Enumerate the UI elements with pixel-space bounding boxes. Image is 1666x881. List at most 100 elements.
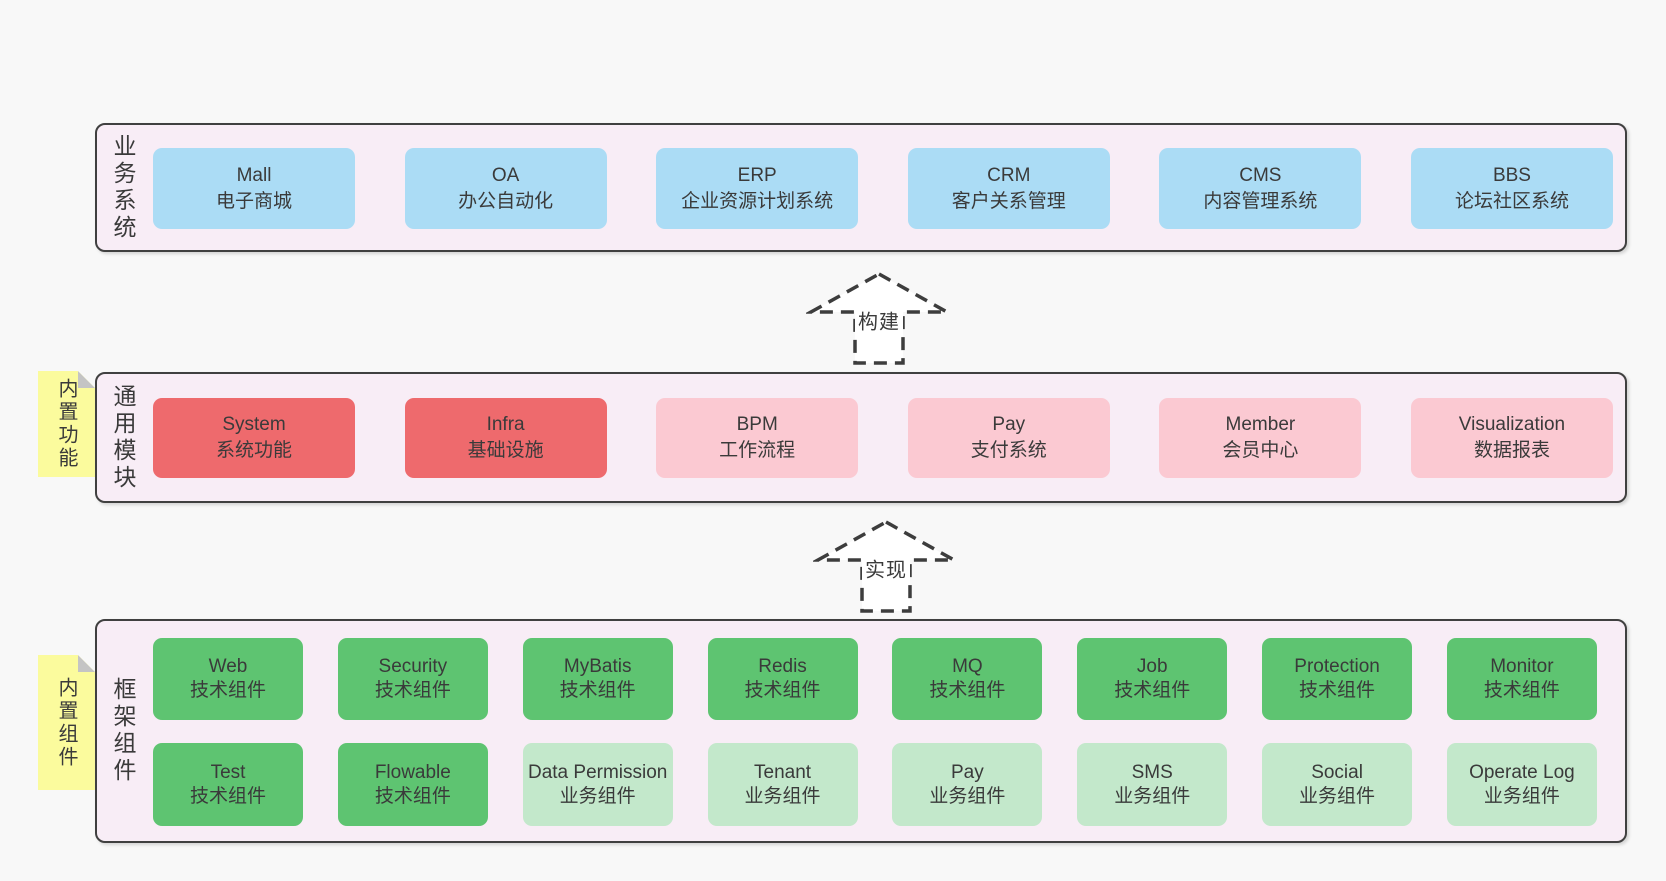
arrow-implement-label: 实现 (862, 552, 910, 584)
box-social: Social 业务组件 (1262, 743, 1413, 826)
note-label: 内置组件 (55, 676, 77, 769)
box-data-permission: Data Permission 业务组件 (522, 743, 673, 826)
box-subtitle: 办公自动化 (458, 190, 554, 212)
box-subtitle: 论坛社区系统 (1454, 190, 1569, 212)
box-subtitle: 企业资源计划系统 (681, 190, 834, 212)
box-subtitle: 支付系统 (970, 440, 1047, 461)
box-title: Visualization (1458, 414, 1566, 435)
box-subtitle: 业务组件 (559, 785, 636, 807)
box-protection: Protection 技术组件 (1262, 638, 1413, 720)
box-title: Social (1311, 761, 1363, 783)
box-oa: OA 办公自动化 (404, 148, 607, 229)
box-title: Test (210, 761, 246, 783)
box-subtitle: 技术组件 (374, 680, 451, 701)
box-crm: CRM 客户关系管理 (907, 148, 1110, 229)
arrow-implement: 实现 (813, 518, 959, 614)
box-title: Pay (992, 414, 1026, 435)
box-bpm: BPM 工作流程 (656, 398, 859, 478)
box-title: ERP (737, 164, 777, 186)
box-subtitle: 技术组件 (559, 680, 636, 701)
box-title: Tenant (754, 761, 812, 783)
box-title: Infra (486, 414, 525, 435)
box-title: Monitor (1490, 656, 1554, 677)
band-common-modules: 通用模块 System 系统功能 Infra 基础设施 BPM 工作流程 Pay… (95, 372, 1627, 503)
box-infra: Infra 基础设施 (404, 398, 607, 478)
box-subtitle: 技术组件 (374, 785, 451, 807)
box-title: Flowable (374, 761, 451, 783)
box-mybatis: MyBatis 技术组件 (522, 638, 673, 720)
box-title: MQ (952, 656, 983, 677)
box-title: OA (491, 164, 520, 186)
box-title: SMS (1131, 761, 1173, 783)
box-title: Pay (951, 761, 984, 783)
box-subtitle: 技术组件 (1114, 680, 1191, 701)
box-security: Security 技术组件 (337, 638, 488, 720)
box-pay: Pay 支付系统 (907, 398, 1110, 478)
box-subtitle: 数据报表 (1473, 440, 1550, 461)
box-subtitle: 技术组件 (929, 680, 1006, 701)
box-title: BBS (1492, 164, 1531, 186)
box-job: Job 技术组件 (1077, 638, 1228, 720)
arrow-build-label: 构建 (855, 304, 903, 336)
box-title: Member (1225, 414, 1296, 435)
band-label-common-modules: 通用模块 (110, 383, 136, 492)
framework-box-row-1: Web 技术组件 Security 技术组件 MyBatis 技术组件 Redi… (97, 638, 1625, 720)
arrow-build: 构建 (806, 270, 952, 366)
box-title: Mall (236, 164, 272, 186)
box-subtitle: 技术组件 (744, 680, 821, 701)
box-title: MyBatis (563, 656, 632, 677)
box-title: Security (378, 656, 448, 677)
note-fold-corner (78, 655, 95, 672)
box-sms: SMS 业务组件 (1077, 743, 1228, 826)
box-tenant: Tenant 业务组件 (707, 743, 858, 826)
box-monitor: Monitor 技术组件 (1446, 638, 1597, 720)
box-subtitle: 内容管理系统 (1203, 190, 1318, 212)
box-mq: MQ 技术组件 (892, 638, 1043, 720)
box-title: BPM (736, 414, 778, 435)
box-operate-log: Operate Log 业务组件 (1446, 743, 1597, 826)
box-subtitle: 技术组件 (1483, 680, 1560, 701)
box-title: System (222, 414, 286, 435)
box-system: System 系统功能 (153, 398, 355, 478)
box-subtitle: 工作流程 (719, 440, 796, 461)
business-box-row: Mall 电子商城 OA 办公自动化 ERP 企业资源计划系统 CRM 客户关系… (97, 148, 1625, 229)
box-title: Web (208, 656, 248, 677)
box-subtitle: 电子商城 (215, 190, 292, 212)
modules-box-row: System 系统功能 Infra 基础设施 BPM 工作流程 Pay 支付系统… (97, 398, 1625, 478)
box-title: Redis (758, 656, 807, 677)
box-cms: CMS 内容管理系统 (1159, 148, 1362, 229)
framework-box-row-2: Test 技术组件 Flowable 技术组件 Data Permission … (97, 743, 1625, 826)
box-mall: Mall 电子商城 (153, 148, 355, 229)
box-title: Operate Log (1469, 761, 1575, 783)
box-title: Job (1136, 656, 1168, 677)
box-flowable: Flowable 技术组件 (337, 743, 488, 826)
note-built-in-components: 内置组件 (38, 655, 95, 790)
box-pay-business: Pay 业务组件 (892, 743, 1043, 826)
box-subtitle: 基础设施 (467, 440, 544, 461)
box-subtitle: 技术组件 (1299, 680, 1376, 701)
box-erp: ERP 企业资源计划系统 (656, 148, 859, 229)
note-built-in-features: 内置功能 (38, 371, 95, 477)
box-subtitle: 系统功能 (215, 440, 292, 461)
box-subtitle: 会员中心 (1222, 440, 1299, 461)
note-label: 内置功能 (55, 378, 77, 470)
box-subtitle: 业务组件 (1299, 785, 1376, 807)
box-subtitle: 客户关系管理 (951, 190, 1066, 212)
box-redis: Redis 技术组件 (707, 638, 858, 720)
box-title: Data Permission (527, 761, 668, 783)
band-label-framework-components: 框架组件 (110, 677, 136, 785)
box-subtitle: 技术组件 (189, 785, 266, 807)
band-business-systems: 业务系统 Mall 电子商城 OA 办公自动化 ERP 企业资源计划系统 CRM… (95, 123, 1627, 252)
box-bbs: BBS 论坛社区系统 (1410, 148, 1613, 229)
box-subtitle: 技术组件 (189, 680, 266, 701)
box-title: CMS (1239, 164, 1282, 186)
box-subtitle: 业务组件 (929, 785, 1006, 807)
band-label-business-systems: 业务系统 (110, 133, 136, 242)
box-subtitle: 业务组件 (1483, 785, 1560, 807)
box-title: CRM (987, 164, 1031, 186)
box-visualization: Visualization 数据报表 (1410, 398, 1613, 478)
box-subtitle: 业务组件 (744, 785, 821, 807)
box-test: Test 技术组件 (153, 743, 303, 826)
box-member: Member 会员中心 (1159, 398, 1362, 478)
